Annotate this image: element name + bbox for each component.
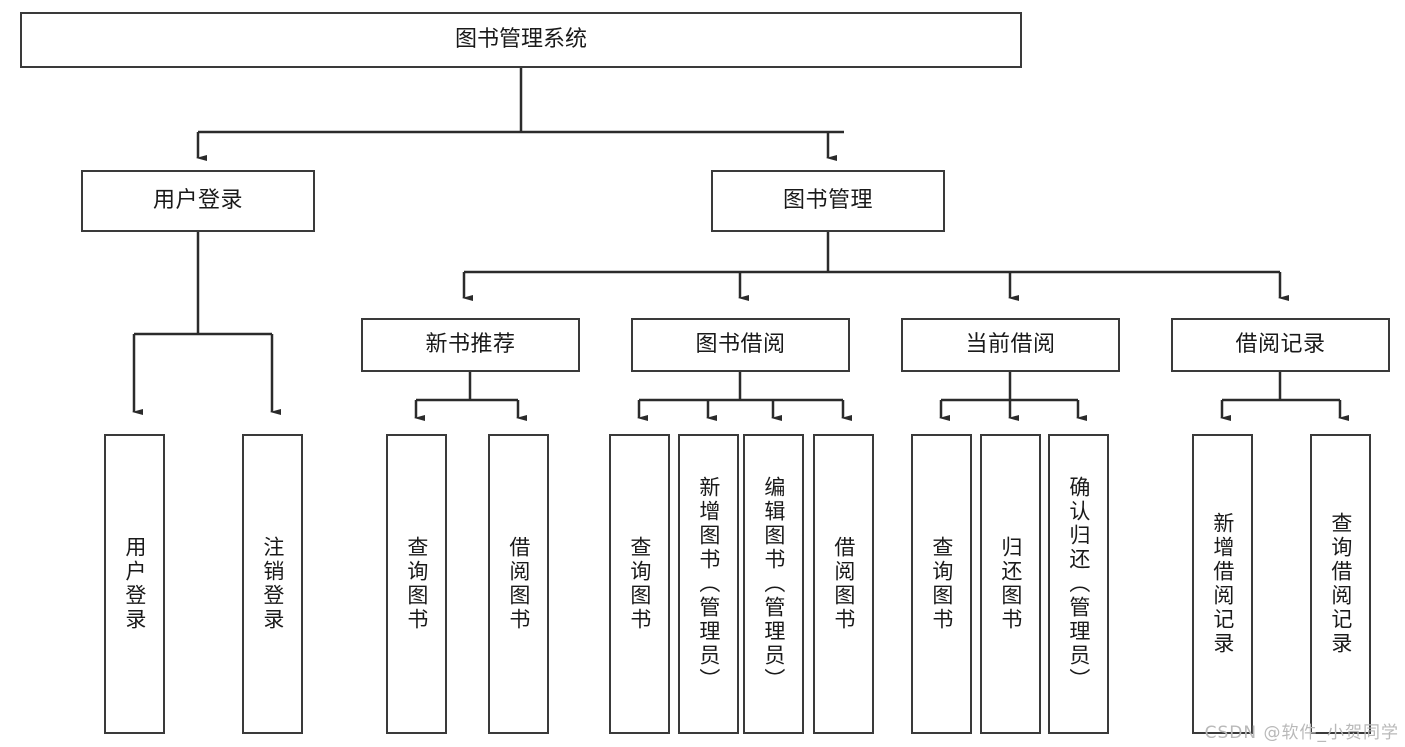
leaf-return-book[interactable]: 归还图书 <box>980 434 1041 734</box>
leaf-add-record[interactable]: 新增借阅记录 <box>1192 434 1253 734</box>
node-borrow-record-label: 借阅记录 <box>1235 332 1326 358</box>
node-new-book-recommend-label: 新书推荐 <box>425 332 516 358</box>
node-book-manage-label: 图书管理 <box>782 188 873 214</box>
leaf-borrow-book-2[interactable]: 借阅图书 <box>813 434 874 734</box>
leaf-return-book-label: 归还图书 <box>998 536 1023 632</box>
leaf-edit-book-label: 编辑图书（管理员） <box>761 476 786 692</box>
node-user-login-label: 用户登录 <box>152 188 243 214</box>
node-borrow-record[interactable]: 借阅记录 <box>1171 318 1390 372</box>
leaf-borrow-book-1[interactable]: 借阅图书 <box>488 434 549 734</box>
leaf-query-book-3-label: 查询图书 <box>929 536 954 632</box>
leaf-user-login-label: 用户登录 <box>122 536 147 632</box>
leaf-user-logout-label: 注销登录 <box>260 536 285 632</box>
leaf-borrow-book-2-label: 借阅图书 <box>831 536 856 632</box>
leaf-query-book-1[interactable]: 查询图书 <box>386 434 447 734</box>
leaf-user-logout[interactable]: 注销登录 <box>242 434 303 734</box>
leaf-add-book[interactable]: 新增图书（管理员） <box>678 434 739 734</box>
leaf-add-book-label: 新增图书（管理员） <box>696 476 721 692</box>
leaf-confirm-return[interactable]: 确认归还（管理员） <box>1048 434 1109 734</box>
leaf-query-book-2[interactable]: 查询图书 <box>609 434 670 734</box>
leaf-add-record-label: 新增借阅记录 <box>1210 512 1235 656</box>
node-current-borrow-label: 当前借阅 <box>965 332 1056 358</box>
node-root[interactable]: 图书管理系统 <box>20 12 1022 68</box>
leaf-query-record-label: 查询借阅记录 <box>1328 512 1353 656</box>
leaf-user-login[interactable]: 用户登录 <box>104 434 165 734</box>
node-book-borrow-label: 图书借阅 <box>695 332 786 358</box>
leaf-query-book-2-label: 查询图书 <box>627 536 652 632</box>
node-root-label: 图书管理系统 <box>454 27 587 53</box>
node-book-manage[interactable]: 图书管理 <box>711 170 945 232</box>
leaf-query-book-1-label: 查询图书 <box>404 536 429 632</box>
watermark: CSDN @软件_小贺同学 <box>1204 723 1399 743</box>
node-user-login[interactable]: 用户登录 <box>81 170 315 232</box>
leaf-query-record[interactable]: 查询借阅记录 <box>1310 434 1371 734</box>
node-current-borrow[interactable]: 当前借阅 <box>901 318 1120 372</box>
leaf-confirm-return-label: 确认归还（管理员） <box>1066 476 1091 692</box>
node-new-book-recommend[interactable]: 新书推荐 <box>361 318 580 372</box>
node-book-borrow[interactable]: 图书借阅 <box>631 318 850 372</box>
leaf-query-book-3[interactable]: 查询图书 <box>911 434 972 734</box>
leaf-borrow-book-1-label: 借阅图书 <box>506 536 531 632</box>
leaf-edit-book[interactable]: 编辑图书（管理员） <box>743 434 804 734</box>
